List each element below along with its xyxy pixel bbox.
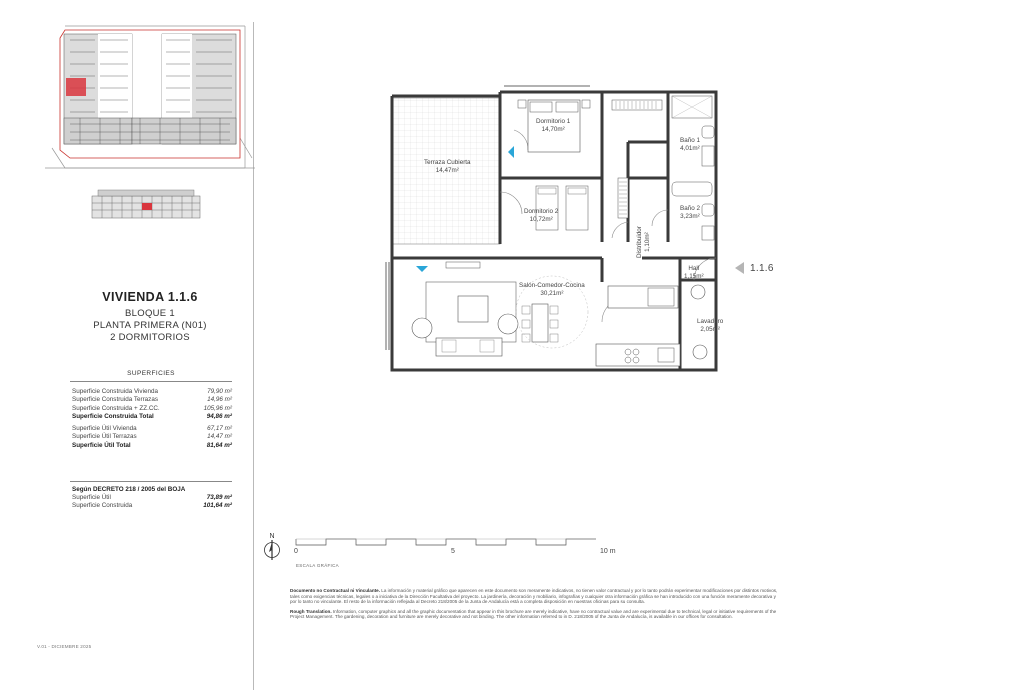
surface-label: Superficie Útil Terrazas [72, 433, 137, 441]
decreto-divider [70, 481, 232, 482]
decreto-label: Superficie Construida [72, 502, 133, 510]
unit-bedrooms: 2 DORMITORIOS [110, 332, 190, 343]
surface-value: 94,86 m² [206, 412, 232, 420]
scale-mark-5: 5 [451, 548, 455, 555]
building-elevation [91, 189, 201, 219]
surface-value: 79,90 m² [207, 388, 232, 395]
surface-label: Superficie Construida Total [72, 412, 154, 420]
surface-row: Superficie Construida Vivienda 79,90 m² [72, 388, 232, 396]
surface-value: 14,96 m² [207, 396, 232, 404]
surface-row-total: Superficie Útil Total 81,64 m² [72, 442, 232, 450]
unit-entrance-tag: 1.1.6 [735, 262, 774, 274]
unit-block: BLOQUE 1 [125, 308, 175, 319]
decreto-value: 101,64 m² [203, 502, 232, 510]
surface-value: 14,47 m² [207, 433, 232, 441]
legal-disclaimer: Documento no Contractual ni Vinculante. … [290, 588, 782, 620]
scale-caption: ESCALA GRÁFICA [296, 563, 339, 568]
north-arrow-icon: N [264, 533, 280, 560]
decreto-table: Según DECRETO 218 / 2005 del BOJA Superf… [72, 485, 232, 511]
surfaces-heading: SUPERFICIES [70, 370, 232, 382]
legal-en: Rough Translation. Information, computer… [290, 608, 777, 620]
unit-tag-label: 1.1.6 [750, 262, 774, 274]
svg-text:N: N [269, 533, 274, 540]
site-plan [45, 25, 255, 169]
legal-es: Documento no Contractual ni Vinculante. … [290, 588, 778, 605]
surface-row: Superficie Construida + ZZ.CC. 105,96 m² [72, 405, 232, 413]
entrance-arrow-icon [735, 262, 744, 274]
surface-row: Superficie Útil Vivienda 67,17 m² [72, 425, 232, 433]
vertical-divider [253, 22, 254, 690]
decreto-row: Superficie Construida 101,64 m² [72, 502, 232, 510]
surface-label: Superficie Construida + ZZ.CC. [72, 404, 160, 412]
floor-plan [385, 85, 718, 372]
surfaces-table: Superficie Construida Vivienda 79,90 m² S… [72, 388, 232, 450]
surface-row-total: Superficie Construida Total 94,86 m² [72, 413, 232, 421]
scale-mark-0: 0 [294, 548, 298, 555]
graphic-scale [295, 538, 596, 546]
surface-value: 105,96 m² [203, 404, 232, 412]
surface-label: Superficie Útil Total [72, 441, 131, 449]
scale-mark-10: 10 m [600, 548, 616, 555]
decreto-value: 73,89 m² [206, 494, 232, 501]
decreto-heading: Según DECRETO 218 / 2005 del BOJA [72, 486, 186, 493]
surface-label: Superficie Construida Vivienda [72, 388, 158, 395]
unit-title: VIVIENDA 1.1.6 [102, 290, 198, 304]
decreto-row: Superficie Útil 73,89 m² [72, 494, 232, 502]
unit-title-block: VIVIENDA 1.1.6 BLOQUE 1 PLANTA PRIMERA (… [60, 290, 240, 344]
surface-label: Superficie Construida Terrazas [72, 396, 158, 404]
surface-row: Superficie Construida Terrazas 14,96 m² [72, 396, 232, 404]
decreto-label: Superficie Útil [72, 494, 111, 501]
surface-value: 81,64 m² [206, 441, 232, 449]
surface-label: Superficie Útil Vivienda [72, 425, 137, 433]
surface-row: Superficie Útil Terrazas 14,47 m² [72, 433, 232, 441]
version-label: V.01 - DICIEMBRE 2025 [37, 644, 92, 649]
surface-value: 67,17 m² [207, 425, 232, 433]
unit-floor: PLANTA PRIMERA (N01) [93, 320, 207, 331]
